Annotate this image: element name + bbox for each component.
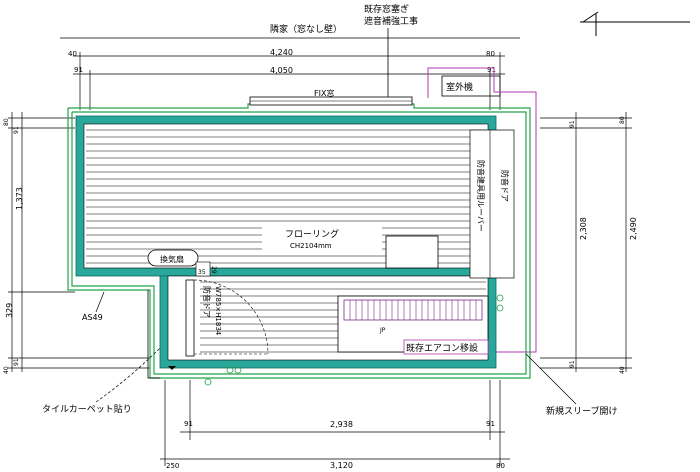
- dim-left-bottom-inner: 91: [13, 358, 20, 366]
- dim-top-outer-left: 40: [68, 50, 77, 58]
- outdoor-unit-label: 室外機: [446, 81, 473, 93]
- carpet-label: タイルカーペット貼り: [42, 403, 132, 415]
- closet-label-1: 防音建具用ルーバー: [476, 160, 486, 232]
- door-label: 防音ドア: [202, 286, 212, 318]
- entry-step: [147, 290, 160, 379]
- sleeve-leader: [525, 353, 577, 405]
- room-outer-walls: [67, 103, 531, 379]
- aircon-unit: [403, 339, 489, 355]
- dim-top-inner-right: 91: [487, 66, 496, 74]
- dim-top-outer-right: 80: [486, 50, 495, 58]
- desk: [385, 235, 439, 269]
- dim-bottom-outer-total: 3,120: [330, 461, 353, 470]
- dim-left-lower: 329: [5, 303, 14, 318]
- column-label: AS49: [82, 313, 103, 322]
- jp-label: JP: [379, 327, 386, 334]
- flooring-label-bg: [262, 226, 382, 250]
- dim-left-bottom: 40: [3, 366, 10, 374]
- sleeve-label: 新規スリーブ開け: [546, 405, 617, 417]
- dim-right-top: 91: [569, 120, 576, 128]
- fix-window-label: FIX窓: [314, 88, 334, 98]
- door-frame-detail: [195, 261, 211, 277]
- north-arrow-icon: [580, 11, 690, 36]
- ventilation-label: 換気扇: [160, 254, 184, 264]
- adjacent-room-label: 隣家（窓なし壁）: [270, 23, 342, 35]
- left-dimension-lines: [8, 112, 150, 372]
- dim-door-small: 29: [210, 266, 217, 274]
- dim-top-outer-total: 4,240: [270, 48, 293, 57]
- column-leader: [95, 291, 105, 313]
- dim-top-inner-left: 91: [74, 66, 83, 74]
- dim-right-top-outer: 80: [619, 116, 626, 124]
- ceiling-height-label: CH2104mm: [290, 242, 332, 250]
- ventilation-panel: 換気扇: [147, 249, 199, 267]
- outlet-symbols: [204, 294, 504, 386]
- closet: 防音建具用ルーバー 防音ドア: [469, 129, 515, 279]
- dim-door-small-2: 35: [198, 269, 206, 276]
- dim-left-top-inner: 91: [13, 126, 20, 134]
- dim-bottom-inner-total: 2,938: [330, 420, 353, 429]
- dim-left-upper: 1,373: [15, 187, 24, 210]
- dim-right-inner: 2,308: [579, 217, 588, 240]
- dim-top-inner-total: 4,050: [270, 66, 293, 75]
- dim-bottom-outer-left: 250: [166, 462, 179, 470]
- window-note-2: 遮音補強工事: [364, 15, 418, 27]
- top-dimension-lines: [60, 37, 520, 110]
- aircon-label: 既存エアコン移設: [406, 342, 478, 354]
- dim-bottom-inner-right: 91: [486, 420, 495, 428]
- soundproof-door: 防音ドア W785×H1834: [185, 279, 269, 357]
- window-note-1: 既存窓塞ぎ: [364, 3, 409, 15]
- entry-marker-icon: [168, 366, 176, 370]
- fix-window: FIX窓: [249, 88, 413, 106]
- carpet-leader: [95, 347, 161, 403]
- closet-label-2: 防音ドア: [500, 170, 510, 202]
- dim-right-bottom-inner: 91: [569, 360, 576, 368]
- dim-right-bottom-outer: 40: [619, 366, 626, 374]
- dim-bottom-outer-right: 80: [496, 462, 505, 470]
- right-dimension-lines: [540, 112, 632, 372]
- bottom-dimension-lines: [160, 380, 510, 466]
- outdoor-unit: 室外機: [441, 75, 501, 97]
- aircon-pipe-route: [427, 67, 537, 353]
- dim-right-outer: 2,490: [629, 217, 638, 240]
- door-size-label: W785×H1834: [214, 286, 222, 336]
- flooring-label: フローリング: [285, 228, 339, 240]
- dim-bottom-inner-left: 91: [184, 420, 193, 428]
- dim-left-top: 80: [3, 118, 10, 126]
